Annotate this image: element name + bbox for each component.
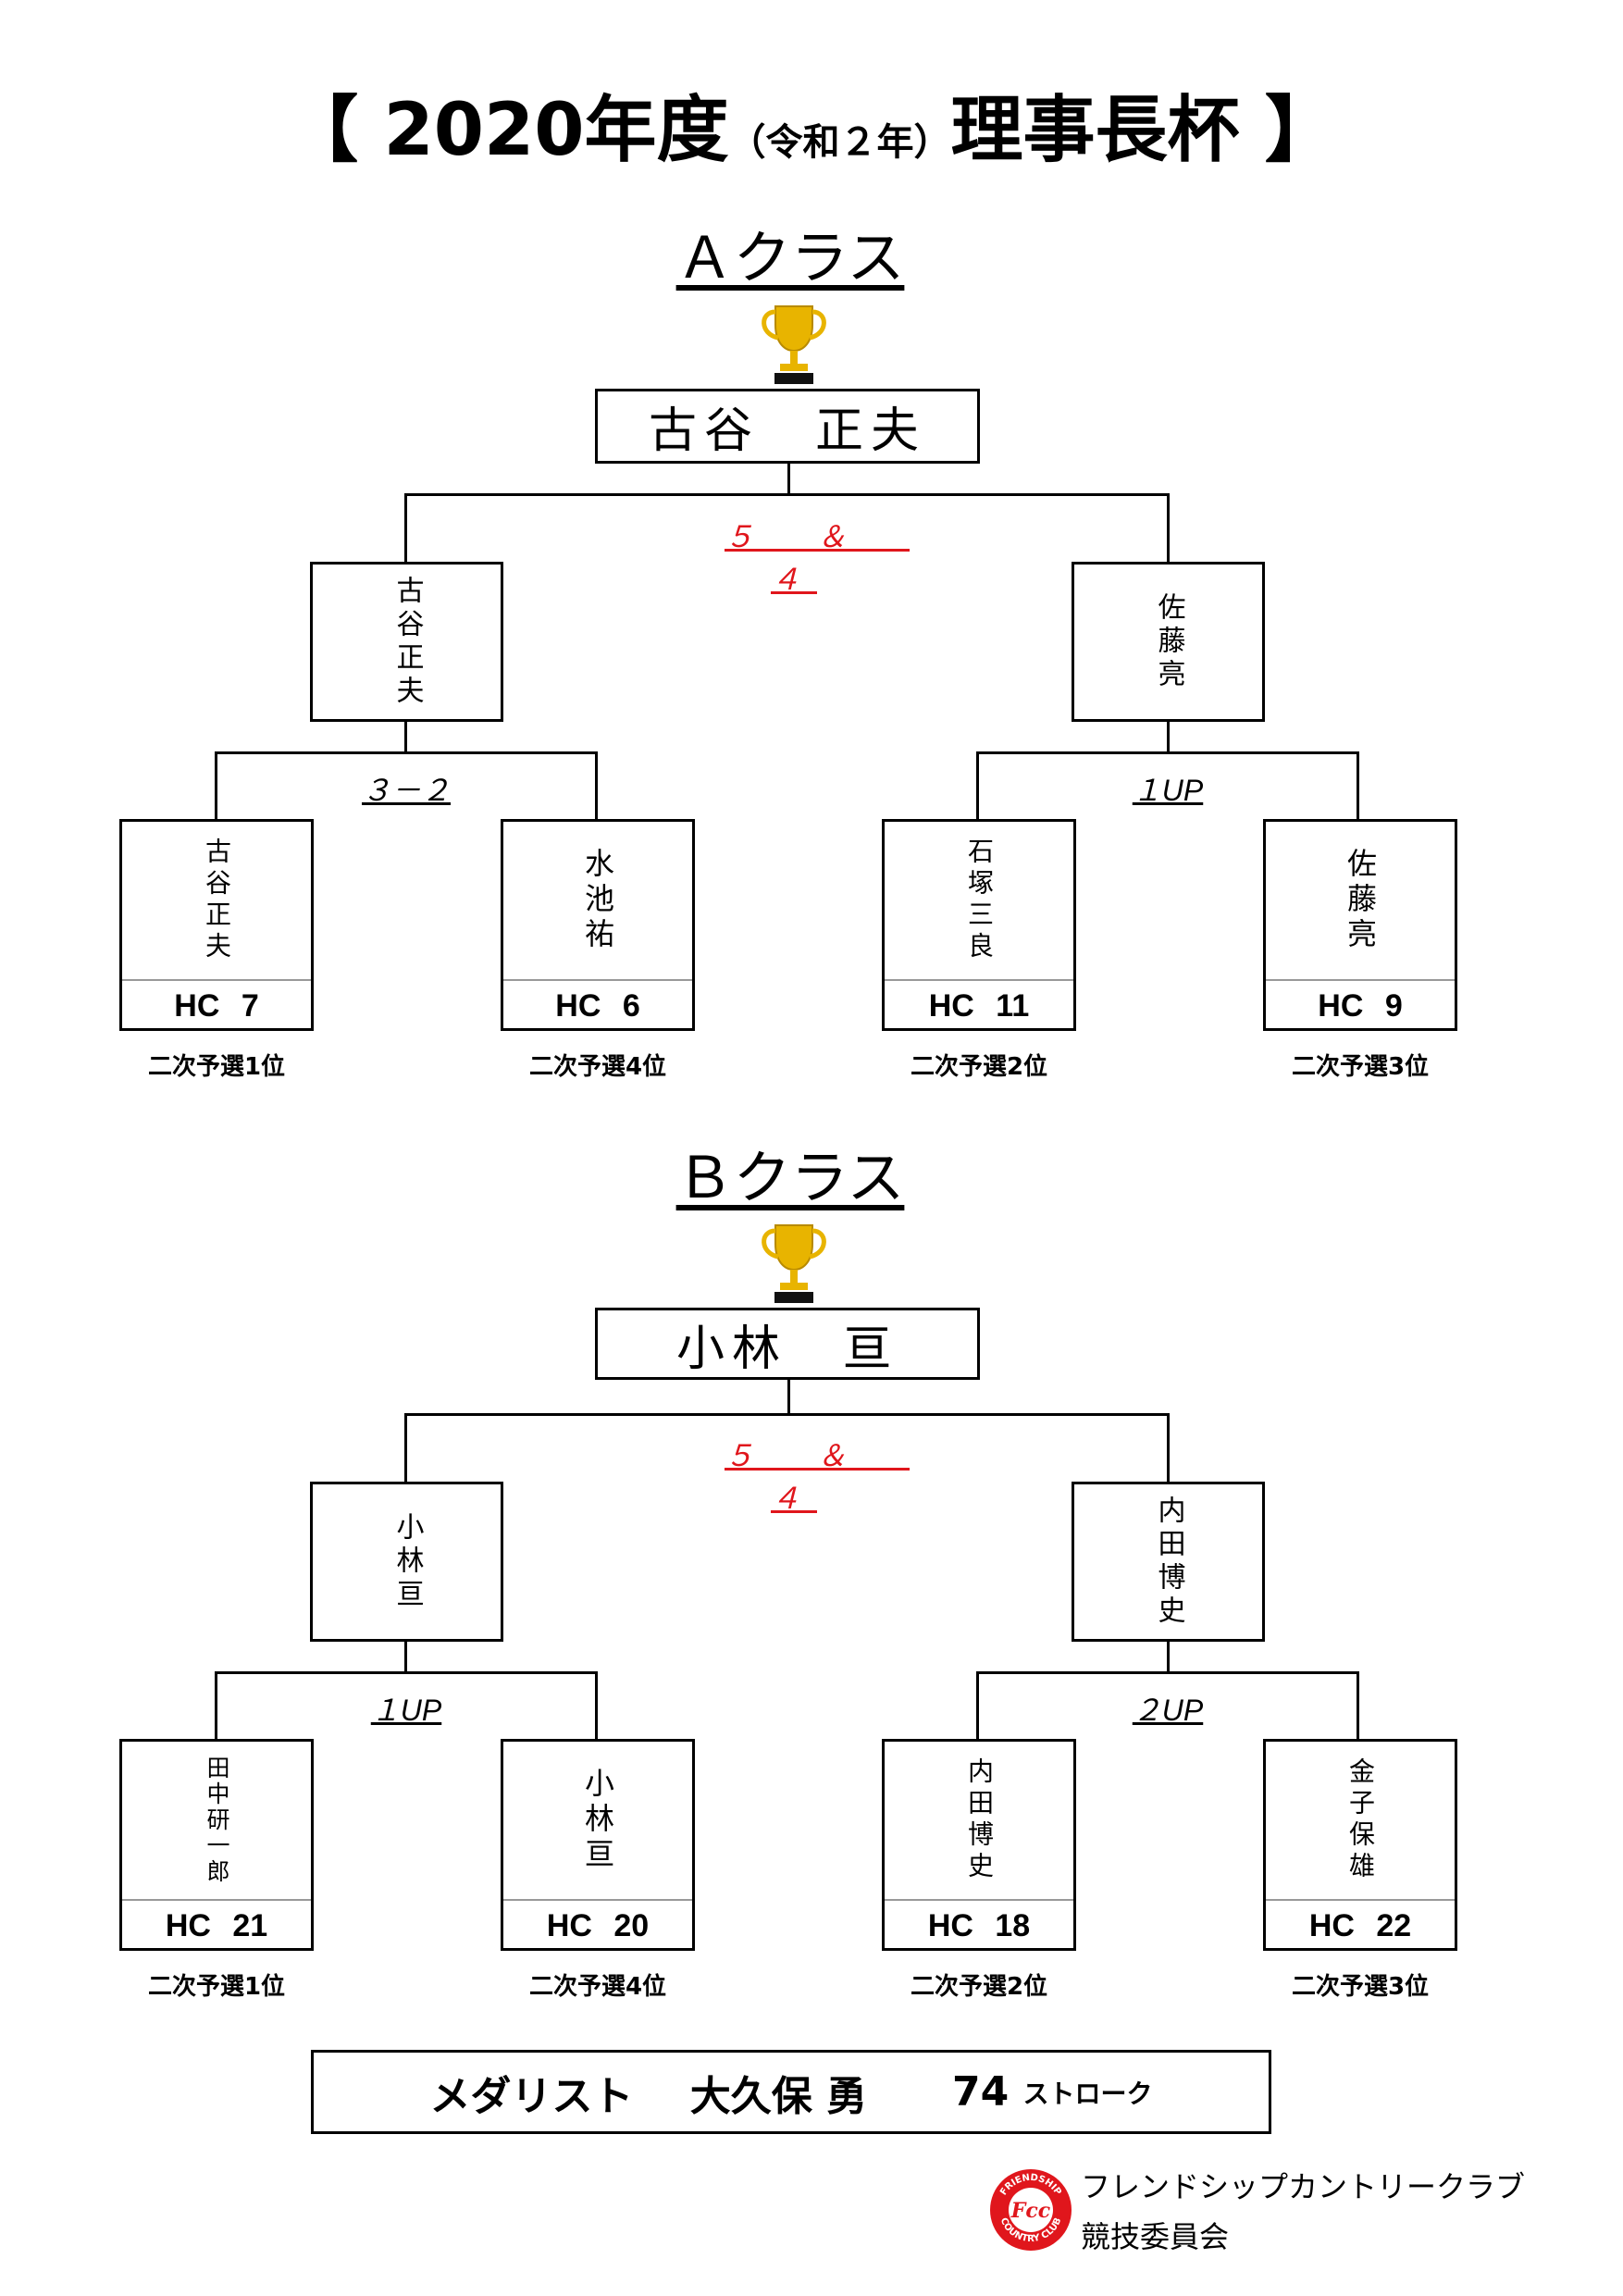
- medalist-score: 74: [951, 2068, 1010, 2116]
- player-name: 小林亘: [580, 1768, 615, 1873]
- player-rank: 二次予選2位: [910, 1973, 1048, 2001]
- title-bracket-open: 【: [286, 89, 384, 172]
- class-a-semi-left-name: 古谷正夫: [390, 575, 424, 709]
- class-b-semi-left: 小林亘: [310, 1482, 503, 1642]
- bracket-line: [215, 1671, 217, 1740]
- class-a-heading: Ａクラス: [675, 224, 905, 292]
- player-name: 内田博史: [964, 1757, 995, 1883]
- player-name: 石塚三良: [964, 838, 995, 963]
- player-name: 田中研一郎: [204, 1756, 230, 1885]
- bracket-line: [787, 464, 790, 495]
- footer-club-name: フレンドシップカントリークラブ: [1081, 2169, 1526, 2204]
- bracket-line: [215, 751, 598, 754]
- medalist-box: メダリスト 大久保 勇 74 ストローク: [311, 2050, 1271, 2134]
- medalist-unit: ストローク: [1022, 2078, 1153, 2109]
- class-b-score-left: １UP: [370, 1694, 442, 1727]
- player-rank: 二次予選3位: [1291, 1053, 1430, 1081]
- player-handicap: HC 20: [503, 1899, 692, 1951]
- footer-committee: 競技委員会: [1081, 2219, 1230, 2254]
- class-a-semi-left: 古谷正夫: [310, 562, 503, 722]
- class-a-final-score: ５ ＆ ４: [724, 520, 911, 596]
- trophy-icon: [762, 305, 826, 384]
- class-b-semi-left-name: 小林亘: [390, 1511, 424, 1612]
- class-a-semi-right: 佐藤亮: [1072, 562, 1265, 722]
- player-handicap: HC 7: [122, 979, 311, 1031]
- player-card: 佐藤亮 HC 9: [1263, 819, 1457, 1031]
- player-name: 佐藤亮: [1343, 848, 1378, 953]
- player-handicap: HC 21: [122, 1899, 311, 1951]
- player-handicap: HC 11: [885, 979, 1073, 1031]
- player-rank: 二次予選1位: [147, 1053, 286, 1081]
- player-card: 小林亘 HC 20: [501, 1739, 695, 1951]
- player-card: 金子保雄 HC 22: [1263, 1739, 1457, 1951]
- player-name: 水池祐: [580, 848, 615, 953]
- player-handicap: HC 9: [1266, 979, 1455, 1031]
- player-card: 古谷正夫 HC 7: [119, 819, 314, 1031]
- bracket-line: [1167, 722, 1170, 753]
- player-handicap: HC 22: [1266, 1899, 1455, 1951]
- player-card: 田中研一郎 HC 21: [119, 1739, 314, 1951]
- player-name: 古谷正夫: [202, 838, 232, 963]
- bracket-line: [215, 751, 217, 820]
- class-b-champion: 小林 亘: [595, 1308, 980, 1380]
- class-b-heading: Ｂクラス: [675, 1144, 905, 1211]
- bracket-line: [404, 1413, 407, 1483]
- player-rank: 二次予選4位: [528, 1973, 667, 2001]
- player-card: 水池祐 HC 6: [501, 819, 695, 1031]
- player-card: 石塚三良 HC 11: [882, 819, 1076, 1031]
- player-handicap: HC 18: [885, 1899, 1073, 1951]
- player-handicap: HC 6: [503, 979, 692, 1031]
- bracket-line: [1357, 1671, 1359, 1740]
- bracket-line: [595, 1671, 598, 1740]
- bracket-line: [404, 722, 407, 753]
- player-name: 金子保雄: [1345, 1757, 1376, 1883]
- bracket-line: [404, 1413, 1170, 1416]
- title-bracket-close: 】: [1239, 89, 1337, 172]
- bracket-line: [976, 751, 979, 820]
- bracket-line: [215, 1671, 598, 1674]
- logo-mark: Fcc: [1010, 2199, 1051, 2223]
- medalist-name: 大久保 勇: [689, 2072, 868, 2120]
- player-rank: 二次予選2位: [910, 1053, 1048, 1081]
- bracket-line: [404, 1642, 407, 1673]
- class-b-final-score: ５ ＆ ４: [724, 1439, 911, 1515]
- player-card: 内田博史 HC 18: [882, 1739, 1076, 1951]
- bracket-line: [976, 751, 1359, 754]
- trophy-icon: [762, 1224, 826, 1303]
- class-b-semi-right: 内田博史: [1072, 1482, 1265, 1642]
- bracket-line: [1167, 493, 1170, 563]
- class-a-score-left: ３－２: [361, 774, 451, 807]
- title-year: 2020年度: [383, 89, 729, 172]
- bracket-line: [404, 493, 1170, 496]
- medalist-label: メダリスト: [429, 2072, 634, 2120]
- class-a-score-right: １UP: [1132, 774, 1204, 807]
- club-logo-icon: FRIENDSHIP COUNTRY CLUB Fcc: [990, 2169, 1072, 2251]
- player-rank: 二次予選1位: [147, 1973, 286, 2001]
- class-b-semi-right-name: 内田博史: [1152, 1495, 1185, 1629]
- page-title: 【 2020年度（令和２年）理事長杯 】: [0, 72, 1623, 176]
- class-a-semi-right-name: 佐藤亮: [1152, 591, 1185, 692]
- player-rank: 二次予選4位: [528, 1053, 667, 1081]
- class-b-score-right: ２UP: [1132, 1694, 1204, 1727]
- bracket-line: [595, 751, 598, 820]
- bracket-line: [787, 1380, 790, 1415]
- bracket-line: [1167, 1642, 1170, 1673]
- bracket-line: [976, 1671, 1359, 1674]
- title-era: （令和２年）: [728, 121, 951, 164]
- class-a-champion: 古谷 正夫: [595, 389, 980, 464]
- bracket-line: [1357, 751, 1359, 820]
- bracket-line: [404, 493, 407, 563]
- title-name: 理事長杯: [950, 89, 1240, 172]
- bracket-line: [1167, 1413, 1170, 1483]
- bracket-line: [976, 1671, 979, 1740]
- player-rank: 二次予選3位: [1291, 1973, 1430, 2001]
